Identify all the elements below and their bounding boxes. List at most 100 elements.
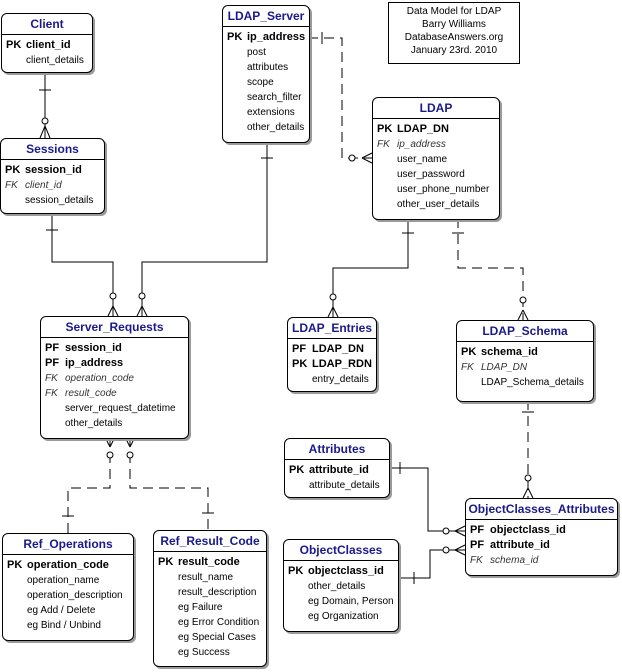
entity-title: LDAP_Server: [223, 6, 309, 27]
column-name: user_name: [397, 154, 448, 165]
column-name: LDAP_Schema_details: [481, 377, 584, 388]
key-type-label: FK: [45, 388, 58, 399]
entity-column-row: attributes: [227, 60, 305, 75]
key-type-label: [288, 609, 308, 624]
key-type-label: [292, 372, 312, 387]
key-type-label: [288, 579, 308, 594]
entity-column-row: eg Success: [158, 645, 262, 660]
key-type-label: PK: [377, 123, 393, 135]
zero-many-mark: [454, 544, 466, 556]
entity-column-row: other_details: [288, 579, 394, 594]
key-type-label: PF: [470, 524, 485, 536]
key-type-label: PK: [289, 464, 305, 476]
column-name: scope: [247, 77, 274, 88]
rel-objectclasses-oca: [397, 549, 465, 579]
column-name: objectclass_id: [308, 565, 384, 577]
entity-column-row: PF objectclass_id: [470, 523, 613, 538]
column-name: LDAP_RDN: [312, 358, 372, 370]
rel-server-requests: [141, 141, 268, 316]
key-type-label: [45, 416, 65, 431]
key-type-label: PF: [470, 539, 485, 551]
column-name: ip_address: [65, 357, 124, 369]
column-name: operation_code: [27, 559, 109, 571]
key-type-label: PK: [7, 559, 23, 571]
zero-mark: [138, 292, 146, 300]
column-name: result_description: [178, 587, 257, 598]
key-type-label: PF: [45, 357, 60, 369]
column-name: eg Error Condition: [178, 617, 260, 628]
zero-mark: [126, 451, 134, 459]
key-type-label: PF: [292, 343, 307, 355]
zero-mark: [442, 546, 450, 554]
key-type-label: [227, 105, 247, 120]
entity-column-row: server_request_datetime: [45, 401, 184, 416]
entity-title: Attributes: [285, 439, 389, 460]
entity-column-row: client_details: [6, 53, 88, 68]
column-name: operation_code: [65, 373, 134, 384]
zero-mark: [41, 117, 49, 125]
rel-requests-operations: [67, 437, 111, 533]
entity-title: LDAP_Schema: [457, 321, 593, 342]
column-name: objectclass_id: [490, 524, 566, 536]
key-type-label: [7, 618, 27, 633]
key-type-label: PK: [292, 358, 308, 370]
key-type-label: [158, 645, 178, 660]
column-name: entry_details: [312, 374, 369, 385]
key-type-label: [158, 585, 178, 600]
entity-title: Sessions: [1, 139, 104, 160]
entity-column-row: user_password: [377, 167, 495, 182]
key-type-label: [227, 60, 247, 75]
key-type-label: [227, 45, 247, 60]
rel-attributes-oca: [389, 467, 465, 532]
zero-many-mark: [327, 306, 339, 318]
note-line: January 23rd. 2010: [410, 45, 498, 56]
column-name: LDAP_DN: [481, 362, 528, 373]
key-type-label: [7, 573, 27, 588]
column-name: client_id: [26, 39, 71, 51]
entity-column-row: user_name: [377, 152, 495, 167]
rel-ldap-schema: [457, 218, 524, 320]
column-name: LDAP_DN: [397, 123, 449, 135]
column-name: eg Domain, Person: [308, 596, 394, 607]
column-name: eg Success: [178, 647, 230, 658]
entity-title: Client: [2, 14, 92, 35]
entity-column-row: attribute_details: [289, 478, 385, 493]
key-type-label: PK: [158, 556, 174, 568]
column-name: other_user_details: [397, 199, 480, 210]
key-type-label: PK: [461, 346, 477, 358]
key-type-label: FK: [461, 362, 474, 373]
entity-title: ObjectClasses: [284, 540, 398, 561]
entity-column-row: entry_details: [292, 372, 372, 387]
entity-column-row: result_name: [158, 570, 262, 585]
key-type-label: [7, 603, 27, 618]
zero-mark: [519, 296, 527, 304]
column-name: result_code: [178, 556, 240, 568]
entity-column-row: eg Special Cases: [158, 630, 262, 645]
entity-column-row: eg Bind / Unbind: [7, 618, 129, 633]
entity-column-row: eg Failure: [158, 600, 262, 615]
